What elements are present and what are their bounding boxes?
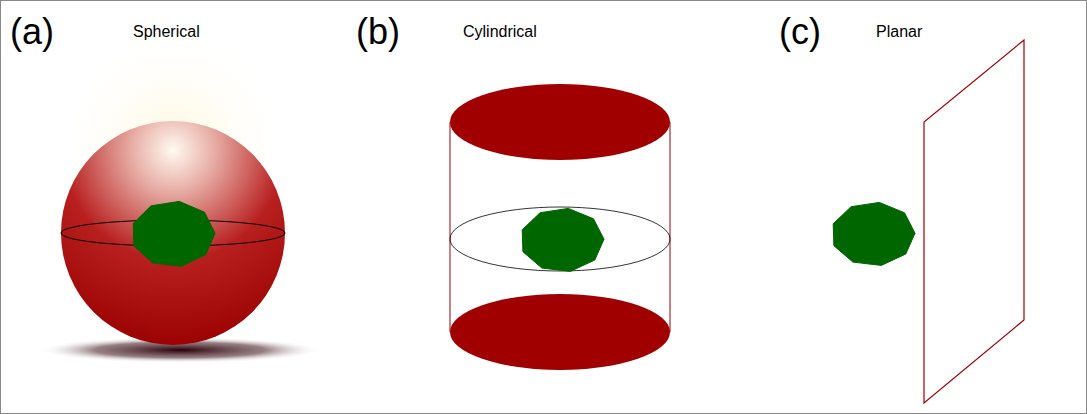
green-particle — [522, 208, 604, 271]
panel-title: Cylindrical — [463, 24, 537, 40]
green-particle — [133, 201, 215, 266]
sphere — [61, 121, 285, 345]
cylinder-side — [670, 122, 671, 332]
green-particle — [833, 202, 915, 265]
panel-letter: (b) — [356, 14, 400, 50]
panel-title: Planar — [876, 24, 922, 40]
panel-letter: (a) — [10, 14, 54, 50]
cylinder-midplane — [450, 207, 670, 271]
cylinder-bottom — [450, 294, 670, 370]
cylinder-top — [450, 84, 670, 160]
cylinder-side — [450, 122, 451, 332]
panel-letter: (c) — [779, 14, 821, 50]
plane — [924, 40, 1024, 403]
panel-title: Spherical — [133, 24, 200, 40]
